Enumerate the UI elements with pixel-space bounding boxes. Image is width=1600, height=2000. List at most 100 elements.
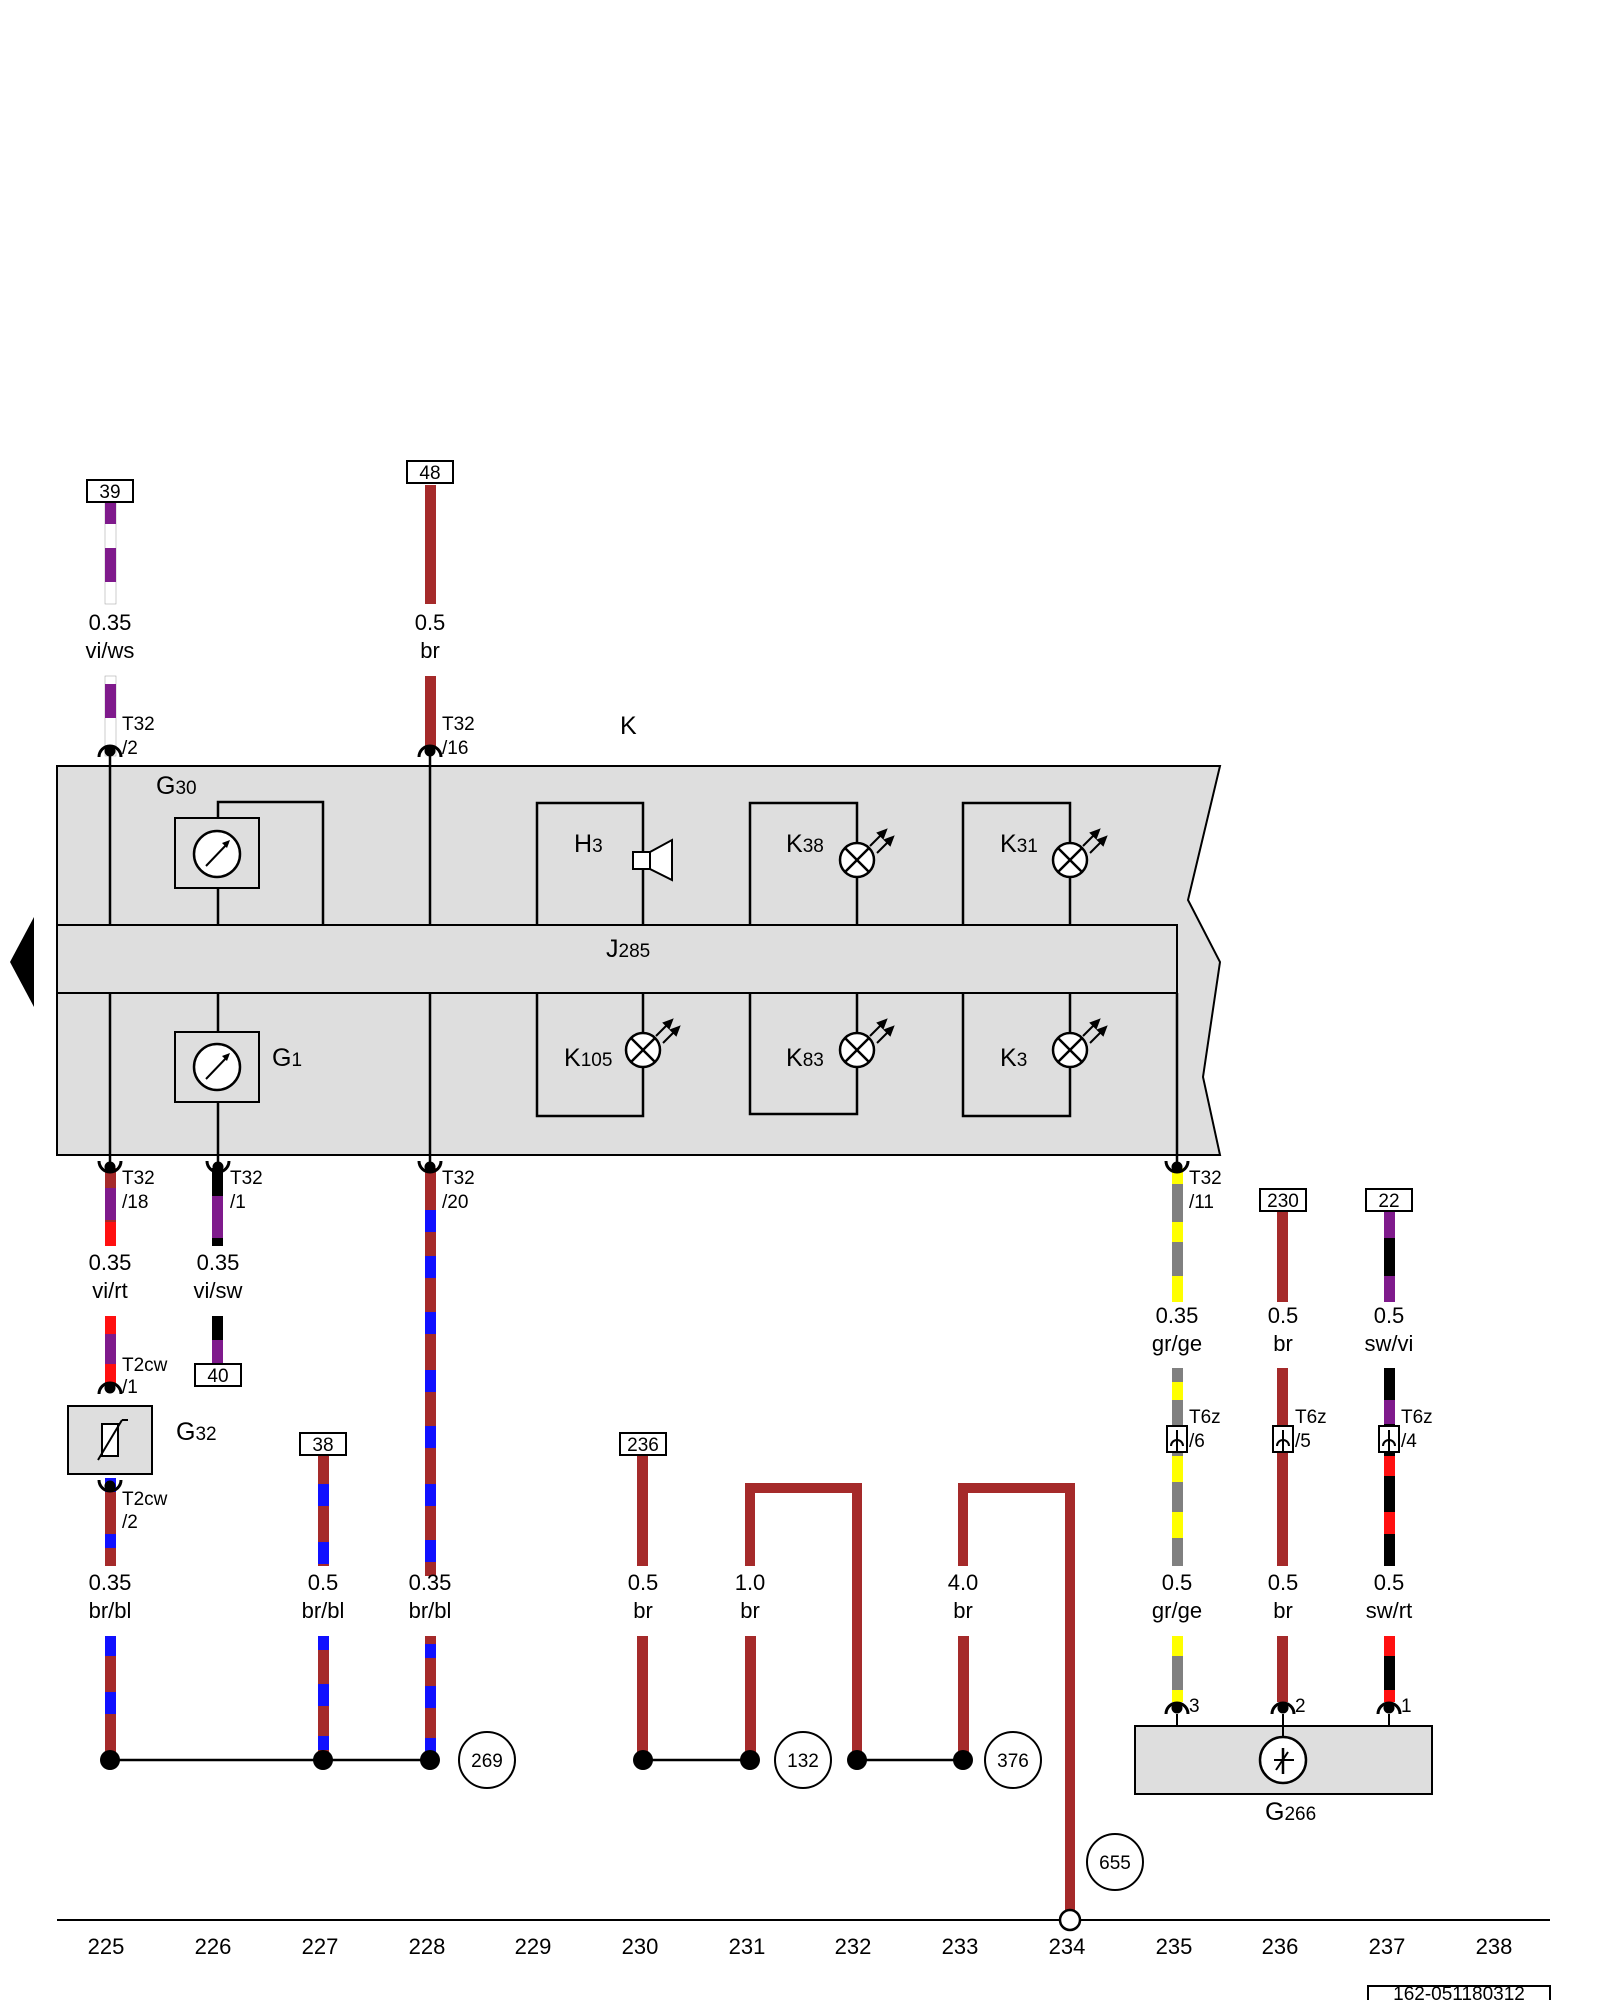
track-number: 233 xyxy=(942,1934,979,1959)
conn-box-39 xyxy=(86,479,134,503)
conn-label-38: 38 xyxy=(312,1435,333,1456)
pin-conn: T6z xyxy=(1295,1407,1327,1428)
component-label-g30: G30 xyxy=(156,772,197,800)
component-label-j285: J285 xyxy=(606,935,650,963)
wire-color: br xyxy=(953,1598,973,1623)
pin-num: /1 xyxy=(230,1192,246,1213)
wire-size: 0.5 xyxy=(1374,1570,1405,1595)
pin-conn: T32 xyxy=(1189,1168,1222,1189)
pin-num: /4 xyxy=(1401,1431,1417,1452)
pin-num: /1 xyxy=(122,1377,138,1398)
track-number: 235 xyxy=(1156,1934,1193,1959)
wire-size: 4.0 xyxy=(948,1570,979,1595)
wire-color: vi/sw xyxy=(194,1278,243,1303)
pin-conn: T6z xyxy=(1401,1407,1433,1428)
wire-color: sw/vi xyxy=(1365,1331,1414,1356)
pin-num: 3 xyxy=(1189,1696,1200,1717)
track-number: 231 xyxy=(729,1934,766,1959)
g266-sender[interactable] xyxy=(1134,1714,1433,1795)
track-number: 228 xyxy=(409,1934,446,1959)
conn-label-39: 39 xyxy=(99,482,120,503)
pin-conn: T32 xyxy=(442,714,475,735)
wire-color: sw/rt xyxy=(1366,1598,1412,1623)
ground-connections xyxy=(100,1750,973,1770)
pin-num: /20 xyxy=(442,1192,468,1213)
wire-color: br/bl xyxy=(409,1598,452,1623)
wire-color: br/bl xyxy=(89,1598,132,1623)
component-label-g1: G1 xyxy=(272,1044,302,1072)
wire-color: vi/rt xyxy=(92,1278,127,1303)
connector-pin-icons xyxy=(97,744,1402,1715)
wire-color: vi/ws xyxy=(86,638,135,663)
track-number: 226 xyxy=(195,1934,232,1959)
track-number: 229 xyxy=(515,1934,552,1959)
component-label-k31: K31 xyxy=(1000,830,1038,858)
pin-conn: T32 xyxy=(122,1168,155,1189)
track-number: 234 xyxy=(1049,1934,1086,1959)
ref-label-132: 132 xyxy=(787,1751,819,1772)
pin-num: 2 xyxy=(1295,1696,1306,1717)
wire-color: br xyxy=(1273,1331,1293,1356)
wire-size: 0.35 xyxy=(89,610,132,635)
warning-lamp-icon xyxy=(624,841,1089,1069)
track-number: 232 xyxy=(835,1934,872,1959)
component-label-k3: K3 xyxy=(1000,1044,1027,1072)
wire-size: 0.5 xyxy=(1374,1303,1405,1328)
g1-gauge[interactable] xyxy=(174,1031,260,1103)
light-rays-icon xyxy=(655,828,1108,1044)
component-label-k38: K38 xyxy=(786,830,824,858)
component-label-g266: G266 xyxy=(1265,1798,1316,1826)
track-junction-icon xyxy=(1058,1908,1082,1932)
pin-conn: T32 xyxy=(442,1168,475,1189)
ref-label-269: 269 xyxy=(471,1751,503,1772)
component-label-k105: K105 xyxy=(564,1044,612,1072)
conn-box-230 xyxy=(1259,1188,1307,1212)
conn-box-22 xyxy=(1365,1188,1413,1212)
wire-color: gr/ge xyxy=(1152,1598,1202,1623)
wire-segments xyxy=(104,485,1395,1910)
wire-color: br xyxy=(633,1598,653,1623)
conn-box-38 xyxy=(299,1432,347,1456)
pin-num: /11 xyxy=(1189,1192,1214,1213)
left-arrow-icon xyxy=(10,917,34,1007)
pin-conn: T2cw xyxy=(122,1489,168,1510)
doc-id-box xyxy=(1367,1985,1551,2000)
conn-box-48 xyxy=(406,460,454,484)
wire-size: 0.35 xyxy=(1156,1303,1199,1328)
wire-size: 0.35 xyxy=(409,1570,452,1595)
wire-size: 0.5 xyxy=(1268,1303,1299,1328)
pin-conn: T6z xyxy=(1189,1407,1221,1428)
track-number: 230 xyxy=(622,1934,659,1959)
component-label-k: K xyxy=(620,712,637,740)
track-number: 237 xyxy=(1369,1934,1406,1959)
conn-box-40 xyxy=(194,1363,242,1387)
conn-label-22: 22 xyxy=(1378,1191,1399,1212)
wire-color: br xyxy=(420,638,440,663)
t6z-connector-icons xyxy=(1166,1425,1400,1453)
g30-gauge[interactable] xyxy=(174,817,260,889)
track-number: 236 xyxy=(1262,1934,1299,1959)
wire-color: br/bl xyxy=(302,1598,345,1623)
wire-size: 0.35 xyxy=(197,1250,240,1275)
pin-num: 1 xyxy=(1401,1696,1412,1717)
wire-size: 0.5 xyxy=(1162,1570,1193,1595)
wire-size: 1.0 xyxy=(735,1570,766,1595)
wire-color: br xyxy=(1273,1598,1293,1623)
wire-size: 0.5 xyxy=(308,1570,339,1595)
wire-size: 0.5 xyxy=(415,610,446,635)
pin-conn: T2cw xyxy=(122,1355,168,1376)
g32-sender[interactable] xyxy=(67,1405,153,1475)
pin-conn: T32 xyxy=(230,1168,263,1189)
wire-size: 0.5 xyxy=(628,1570,659,1595)
pin-num: /2 xyxy=(122,1512,138,1533)
track-number: 227 xyxy=(302,1934,339,1959)
wire-size: 0.5 xyxy=(1268,1570,1299,1595)
component-label-h3: H3 xyxy=(574,830,603,858)
wire-size: 0.35 xyxy=(89,1570,132,1595)
wire-size: 0.35 xyxy=(89,1250,132,1275)
conn-label-40: 40 xyxy=(207,1366,228,1387)
pin-num: /18 xyxy=(122,1192,148,1213)
pin-num: /2 xyxy=(122,738,138,759)
ref-label-376: 376 xyxy=(997,1751,1029,1772)
ref-label-655: 655 xyxy=(1099,1853,1131,1874)
